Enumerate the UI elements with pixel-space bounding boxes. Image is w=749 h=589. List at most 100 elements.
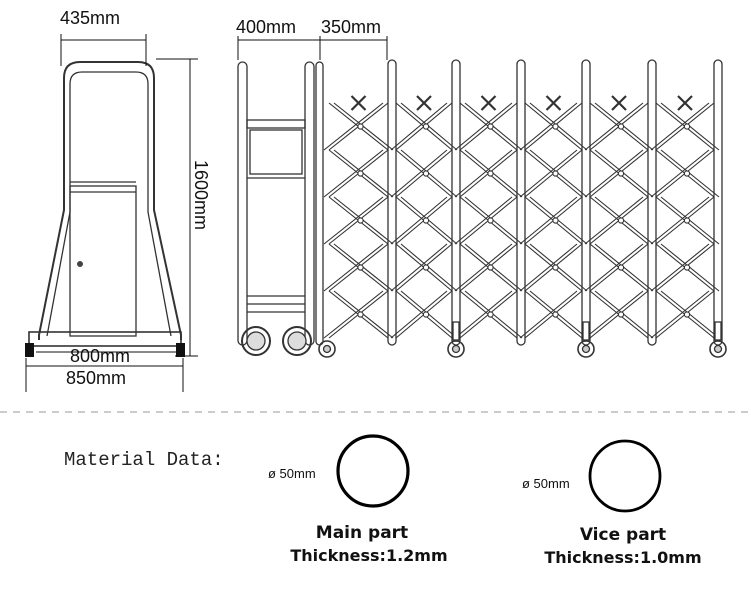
pivot-pin: [683, 123, 691, 130]
main-part-diameter-label: ø 50mm: [268, 466, 316, 481]
scissor-bar: [454, 102, 513, 151]
gate-wheel-hub: [713, 344, 723, 354]
base-inner-dimension-label: 800mm: [70, 346, 130, 366]
scissor-bar: [650, 196, 710, 245]
pivot-pin: [683, 311, 691, 318]
outer-frame: [38, 61, 182, 340]
section-width-dimension-label: 350mm: [321, 17, 381, 37]
main-part-spec: ø 50mm Main part Thickness:1.2mm: [268, 434, 448, 565]
pivot-pin: [487, 170, 494, 177]
pivot-pin: [617, 217, 625, 224]
scissor-bar: [584, 243, 644, 292]
scissor-bar: [584, 290, 644, 339]
hinge-icon: [677, 95, 693, 111]
pivot-pin: [422, 311, 430, 318]
width-dimension-label: 435mm: [60, 8, 120, 28]
scissor-bar: [323, 196, 384, 245]
scissor-bar: [454, 149, 513, 198]
scissor-bar: [519, 149, 578, 198]
scissor-bar: [650, 102, 710, 151]
pivot-pin: [683, 264, 691, 271]
scissor-bar: [323, 243, 384, 292]
scissor-bar: [390, 102, 448, 151]
pivot-pin: [617, 123, 625, 130]
scissor-bar: [323, 290, 384, 339]
scissor-bar: [650, 290, 710, 339]
gate-post: [581, 59, 591, 346]
gate-wheel: [447, 340, 465, 358]
scissor-bar: [454, 290, 513, 339]
base-outer-dimension-label: 850mm: [66, 368, 126, 388]
scissor-bar: [323, 102, 384, 151]
hinge-icon: [350, 95, 367, 111]
side-view: [25, 61, 185, 357]
scissor-bar: [650, 149, 710, 198]
scissor-bar: [519, 196, 578, 245]
inner-frame: [46, 71, 172, 337]
pivot-pin: [357, 217, 364, 224]
scissor-bar: [584, 102, 644, 151]
height-dimension-label: 1600mm: [191, 160, 211, 230]
gate-post: [451, 59, 461, 346]
front-dimensions: [237, 36, 388, 60]
vice-part-name: Vice part: [580, 525, 666, 545]
pivot-pin: [683, 217, 691, 224]
pivot-pin: [422, 217, 430, 224]
lock-keyhole: [77, 261, 83, 267]
gate-wheel: [709, 340, 727, 358]
hinge-icon: [545, 95, 562, 111]
wheel-right: [176, 343, 185, 357]
main-part-tube-section: [336, 434, 410, 508]
cabinet-body: [69, 185, 137, 337]
pivot-pin: [552, 170, 559, 177]
scissor-bar: [584, 149, 644, 198]
side-dimensions: [25, 34, 198, 392]
scissor-bar: [519, 290, 578, 339]
wheel-bracket: [452, 321, 460, 341]
scissor-bar: [390, 243, 448, 292]
folding-lattice: [323, 95, 720, 339]
pivot-pin: [552, 264, 559, 271]
wheel-bracket: [714, 321, 722, 341]
pivot-pin: [487, 311, 494, 318]
head-width-dimension-label: 400mm: [236, 17, 296, 37]
pivot-pin: [487, 217, 494, 224]
scissor-bar: [323, 149, 384, 198]
pivot-pin: [357, 311, 364, 318]
scissor-bar: [519, 243, 578, 292]
gate-wheel: [577, 340, 595, 358]
vice-part-thickness: Thickness:1.0mm: [544, 548, 701, 567]
gate-post: [516, 59, 526, 346]
wheel-left: [25, 343, 34, 357]
pivot-pin: [487, 123, 494, 130]
pivot-pin: [552, 123, 559, 130]
main-part-name: Main part: [316, 523, 408, 543]
pivot-pin: [617, 264, 625, 271]
head-unit: [237, 61, 315, 356]
hinge-icon: [480, 95, 497, 111]
pivot-pin: [683, 170, 691, 177]
vice-part-tube-section: [588, 439, 662, 513]
pivot-pin: [552, 217, 559, 224]
base-frame: [28, 331, 182, 347]
scissor-bar: [454, 196, 513, 245]
gate-post: [647, 59, 657, 346]
scissor-bar: [390, 149, 448, 198]
pivot-pin: [617, 170, 625, 177]
pivot-pin: [422, 264, 430, 271]
gate-wheel-hub: [581, 344, 591, 354]
scissor-bar: [584, 196, 644, 245]
hinge-icon: [611, 95, 627, 111]
material-heading: Material Data:: [64, 449, 224, 471]
front-view: [237, 61, 336, 358]
pivot-pin: [357, 264, 364, 271]
wheel-bracket: [582, 321, 590, 341]
scissor-bar: [454, 243, 513, 292]
gate-post: [713, 59, 723, 346]
gate-wheel-hub: [451, 344, 461, 354]
gate-post: [387, 59, 397, 346]
scissor-bar: [650, 243, 710, 292]
hinge-icon: [416, 95, 432, 111]
pivot-pin: [487, 264, 494, 271]
